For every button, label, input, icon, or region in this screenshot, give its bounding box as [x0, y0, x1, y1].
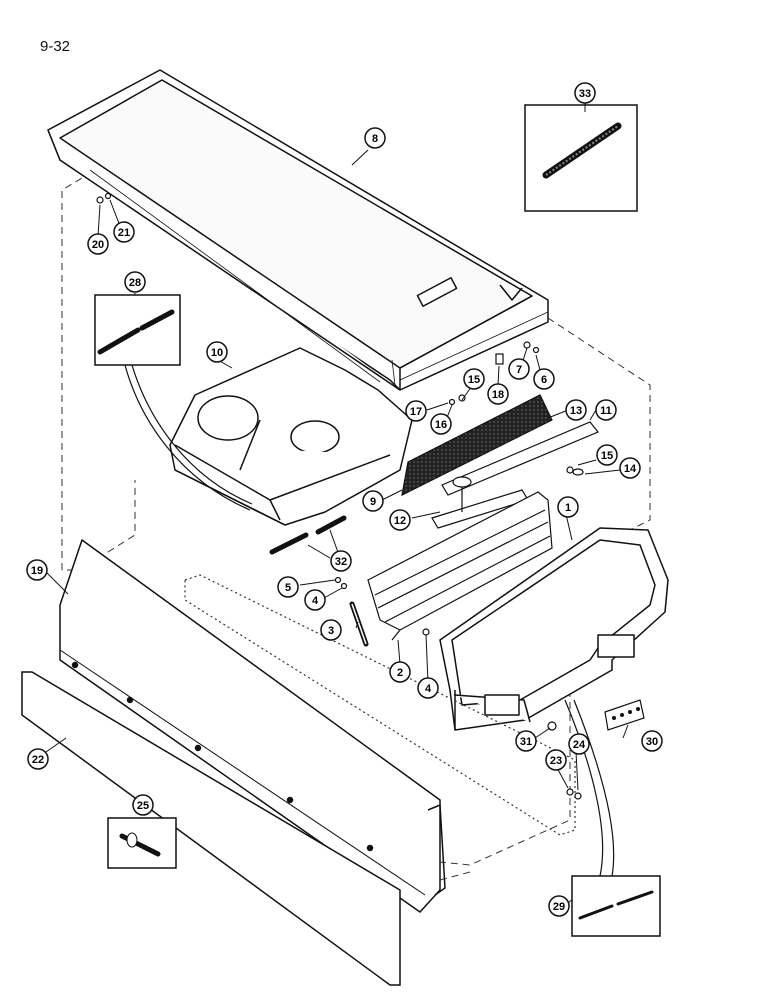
- bar-3: [349, 601, 369, 647]
- callout-1: 1: [557, 496, 579, 518]
- callout-25: 25: [132, 794, 154, 816]
- svg-text:29: 29: [553, 901, 565, 913]
- svg-text:20: 20: [92, 239, 104, 251]
- callout-20: 20: [87, 233, 109, 255]
- svg-text:25: 25: [137, 800, 149, 812]
- callout-13: 13: [565, 399, 587, 421]
- svg-text:6: 6: [541, 374, 547, 386]
- callout-7: 7: [508, 358, 530, 380]
- svg-text:23: 23: [550, 755, 562, 767]
- callout-32: 32: [330, 550, 352, 572]
- callouts: 8 33 20 21 28 10 6 7 18 15 16 17 11 13 1…: [26, 82, 663, 917]
- svg-text:9: 9: [370, 496, 376, 508]
- callout-8: 8: [364, 127, 386, 149]
- hood-top-panel: [47, 69, 549, 391]
- callout-15b: 15: [596, 444, 618, 466]
- svg-text:14: 14: [624, 463, 637, 475]
- callout-30: 30: [641, 730, 663, 752]
- svg-text:33: 33: [579, 88, 591, 100]
- svg-text:31: 31: [520, 736, 532, 748]
- callout-12: 12: [389, 509, 411, 531]
- callout-33: 33: [574, 82, 596, 104]
- hoses-32: [269, 515, 347, 555]
- svg-text:8: 8: [372, 133, 378, 145]
- svg-text:2: 2: [397, 667, 403, 679]
- side-panel-19: [59, 539, 446, 913]
- svg-text:15: 15: [601, 450, 613, 462]
- callout-15a: 15: [463, 368, 485, 390]
- svg-text:18: 18: [492, 389, 504, 401]
- svg-text:11: 11: [600, 405, 612, 417]
- block-30: [604, 699, 645, 731]
- callout-4a: 4: [304, 589, 326, 611]
- svg-text:15: 15: [468, 374, 480, 386]
- gasket-dotted: [184, 574, 576, 836]
- callout-14: 14: [619, 457, 641, 479]
- callout-4b: 4: [417, 677, 439, 699]
- callout-18: 18: [487, 383, 509, 405]
- callout-17: 17: [405, 400, 427, 422]
- svg-text:4: 4: [425, 683, 432, 695]
- part-inset-29: [564, 699, 661, 937]
- svg-text:7: 7: [516, 364, 522, 376]
- svg-text:12: 12: [394, 515, 406, 527]
- channel-frame-2: [367, 491, 553, 641]
- page-number: 9-32: [40, 38, 71, 55]
- callout-6: 6: [533, 368, 555, 390]
- callout-16: 16: [430, 413, 452, 435]
- svg-text:10: 10: [211, 347, 223, 359]
- callout-29: 29: [548, 895, 570, 917]
- svg-text:32: 32: [335, 556, 347, 568]
- svg-text:21: 21: [118, 227, 130, 239]
- part-inset-33: [524, 104, 638, 212]
- callout-9: 9: [362, 490, 384, 512]
- svg-text:17: 17: [410, 406, 422, 418]
- svg-text:3: 3: [328, 625, 334, 637]
- hose-inset-28: [94, 294, 253, 511]
- callout-19: 19: [26, 559, 48, 581]
- part-inset-25: [107, 817, 177, 869]
- callout-31: 31: [515, 730, 537, 752]
- svg-text:30: 30: [646, 736, 658, 748]
- svg-text:16: 16: [435, 419, 447, 431]
- svg-text:28: 28: [129, 277, 141, 289]
- svg-text:5: 5: [285, 582, 291, 594]
- leader-lines: [45, 103, 629, 906]
- strip-11: [441, 421, 599, 496]
- callout-22: 22: [27, 748, 49, 770]
- callout-11: 11: [595, 399, 617, 421]
- callout-10: 10: [206, 341, 228, 363]
- svg-text:19: 19: [31, 565, 43, 577]
- callout-21: 21: [113, 221, 135, 243]
- svg-text:13: 13: [570, 405, 582, 417]
- front-housing-1: [439, 527, 669, 731]
- svg-text:4: 4: [312, 595, 319, 607]
- callout-5: 5: [277, 576, 299, 598]
- air-box-shroud: [169, 347, 413, 526]
- hardware-fasteners: [96, 192, 584, 800]
- callout-3: 3: [320, 619, 342, 641]
- callout-24: 24: [568, 733, 590, 755]
- svg-text:24: 24: [573, 739, 586, 751]
- callout-23: 23: [545, 749, 567, 771]
- callout-2: 2: [389, 661, 411, 683]
- bottom-strip-22: [21, 671, 401, 986]
- callout-28: 28: [124, 271, 146, 293]
- svg-text:1: 1: [565, 502, 571, 514]
- screen-13: [401, 394, 553, 497]
- svg-text:22: 22: [32, 754, 44, 766]
